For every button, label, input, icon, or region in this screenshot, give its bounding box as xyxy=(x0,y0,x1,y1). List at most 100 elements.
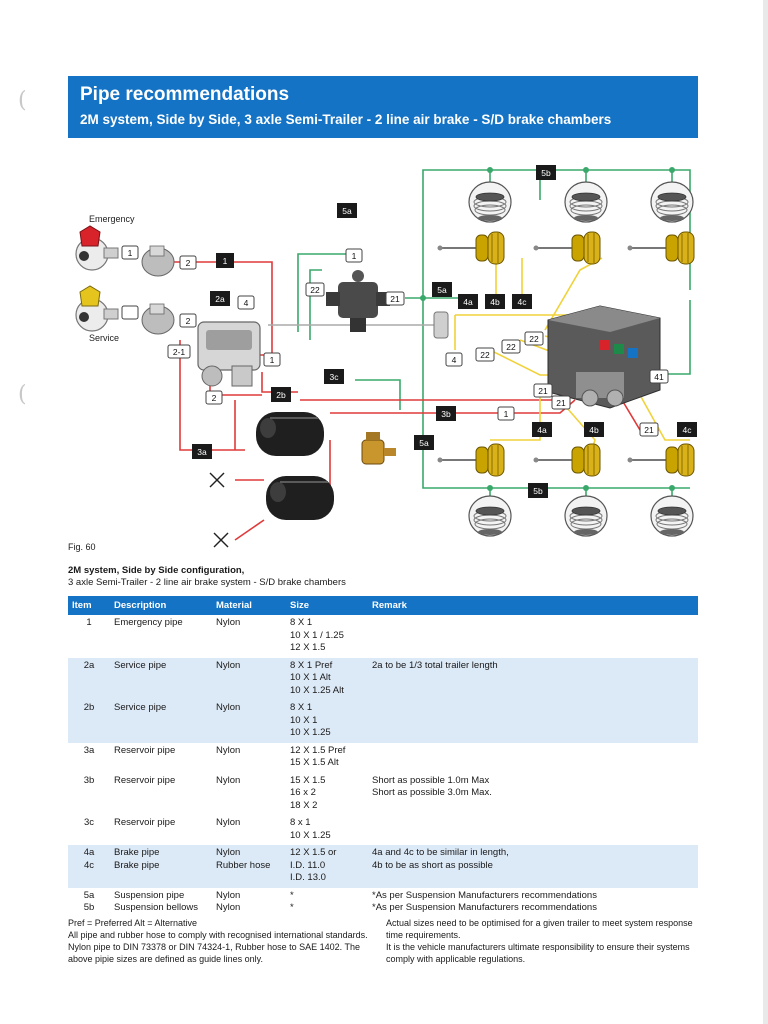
svg-text:1: 1 xyxy=(270,355,275,365)
svg-text:21: 21 xyxy=(644,425,654,435)
tag-21: 21 xyxy=(551,395,571,410)
svg-text:22: 22 xyxy=(529,334,539,344)
cell-size: ** xyxy=(290,889,294,914)
pipe-tag-2b: 2b xyxy=(271,387,291,402)
svg-text:5a: 5a xyxy=(419,438,429,448)
brake-chamber-icon xyxy=(436,231,505,265)
tag-2: 2 xyxy=(205,390,223,405)
svg-text:2a: 2a xyxy=(215,294,225,304)
pipe-tag-1: 1 xyxy=(216,253,234,268)
svg-text:22: 22 xyxy=(480,350,490,360)
pipe-tag-5b: 5b xyxy=(528,483,548,498)
svg-text:2: 2 xyxy=(212,393,217,403)
tag-2: 2 xyxy=(179,255,197,270)
svg-text:4: 4 xyxy=(452,355,457,365)
cell-material: Nylon xyxy=(216,617,241,628)
pipe-tag-4a: 4a xyxy=(532,422,552,437)
air-bellow-icon xyxy=(650,495,694,537)
cell-remark xyxy=(368,700,698,743)
tag-41: 41 xyxy=(649,369,669,384)
tag-1: 1 xyxy=(345,248,363,263)
svg-text:1: 1 xyxy=(504,409,509,419)
cell-remark xyxy=(368,615,698,658)
margin-mark: ( xyxy=(18,382,27,407)
svg-text:1: 1 xyxy=(223,256,228,266)
svg-text:1: 1 xyxy=(352,251,357,261)
cell-remark: 4a and 4c to be similar in length,4b to … xyxy=(368,845,698,888)
brake-chamber-icon xyxy=(436,443,505,477)
cell-item: 3a xyxy=(83,744,95,756)
tag-21: 21 xyxy=(533,383,553,398)
svg-text:2-1: 2-1 xyxy=(173,347,186,357)
pipe-tag-5a: 5a xyxy=(432,282,452,297)
svg-text:4c: 4c xyxy=(683,425,693,435)
tag-22: 22 xyxy=(524,331,544,346)
air-bellow-icon xyxy=(650,181,694,223)
margin-mark: ( xyxy=(18,88,27,113)
svg-text:41: 41 xyxy=(654,372,664,382)
tag-2-1: 2-1 xyxy=(167,344,191,359)
pipe-tag-5b: 5b xyxy=(536,165,556,180)
line-filter-icon xyxy=(141,303,175,335)
brake-chamber-icon xyxy=(626,443,695,477)
svg-text:4b: 4b xyxy=(490,297,500,307)
svg-text:22: 22 xyxy=(506,342,516,352)
header-description: Description xyxy=(110,596,212,615)
table-header-row: Item Description Material Size Remark xyxy=(68,596,698,615)
svg-text:1: 1 xyxy=(128,248,133,258)
cell-item: 3c xyxy=(83,817,95,828)
pipe-tag-3c: 3c xyxy=(324,369,344,384)
pipe-tag-3a: 3a xyxy=(192,444,212,459)
pipe-tag-5a: 5a xyxy=(414,435,434,450)
emergency-coupling-head-icon xyxy=(75,225,119,271)
tag-4: 4 xyxy=(445,352,463,367)
pipe-tag-4c: 4c xyxy=(677,422,697,437)
brake-system-diagram: Emergency Service 1 2 2 4 2-1 1 2 1 22 2… xyxy=(75,165,697,548)
svg-text:5a: 5a xyxy=(437,285,447,295)
air-bellow-icon xyxy=(564,495,608,537)
cell-item: 2a xyxy=(68,657,110,700)
figure-caption: 3 axle Semi-Trailer - 2 line air brake s… xyxy=(68,577,346,588)
tag-2: 2 xyxy=(179,313,197,328)
page-subtitle: 2M system, Side by Side, 3 axle Semi-Tra… xyxy=(80,112,612,127)
header-size: Size xyxy=(286,596,368,615)
svg-text:4a: 4a xyxy=(537,425,547,435)
figure-number: Fig. 60 xyxy=(68,542,96,552)
pipe-tag-5a: 5a xyxy=(337,203,357,218)
air-bellow-icon xyxy=(468,495,512,537)
cell-material: Nylon xyxy=(216,744,241,756)
cell-remark xyxy=(368,815,698,845)
cell-item: 2b xyxy=(68,700,110,743)
test-coupling-icon xyxy=(433,311,449,339)
tag-22: 22 xyxy=(475,347,495,362)
title-banner: Pipe recommendations 2M system, Side by … xyxy=(68,76,698,138)
drain-x-icon xyxy=(209,472,229,548)
cell-description: Reservoir pipe xyxy=(114,774,176,786)
air-bellow-icon xyxy=(564,181,608,223)
svg-text:2b: 2b xyxy=(276,390,286,400)
cell-item: 1 xyxy=(86,617,92,628)
svg-text:2: 2 xyxy=(186,316,191,326)
tag-1: 1 xyxy=(497,406,515,421)
pipe-tag-4b: 4b xyxy=(485,294,505,309)
relay-emergency-valve-icon xyxy=(197,321,261,387)
tag-empty xyxy=(121,305,139,320)
svg-text:21: 21 xyxy=(390,294,400,304)
tag-22: 22 xyxy=(501,339,521,354)
